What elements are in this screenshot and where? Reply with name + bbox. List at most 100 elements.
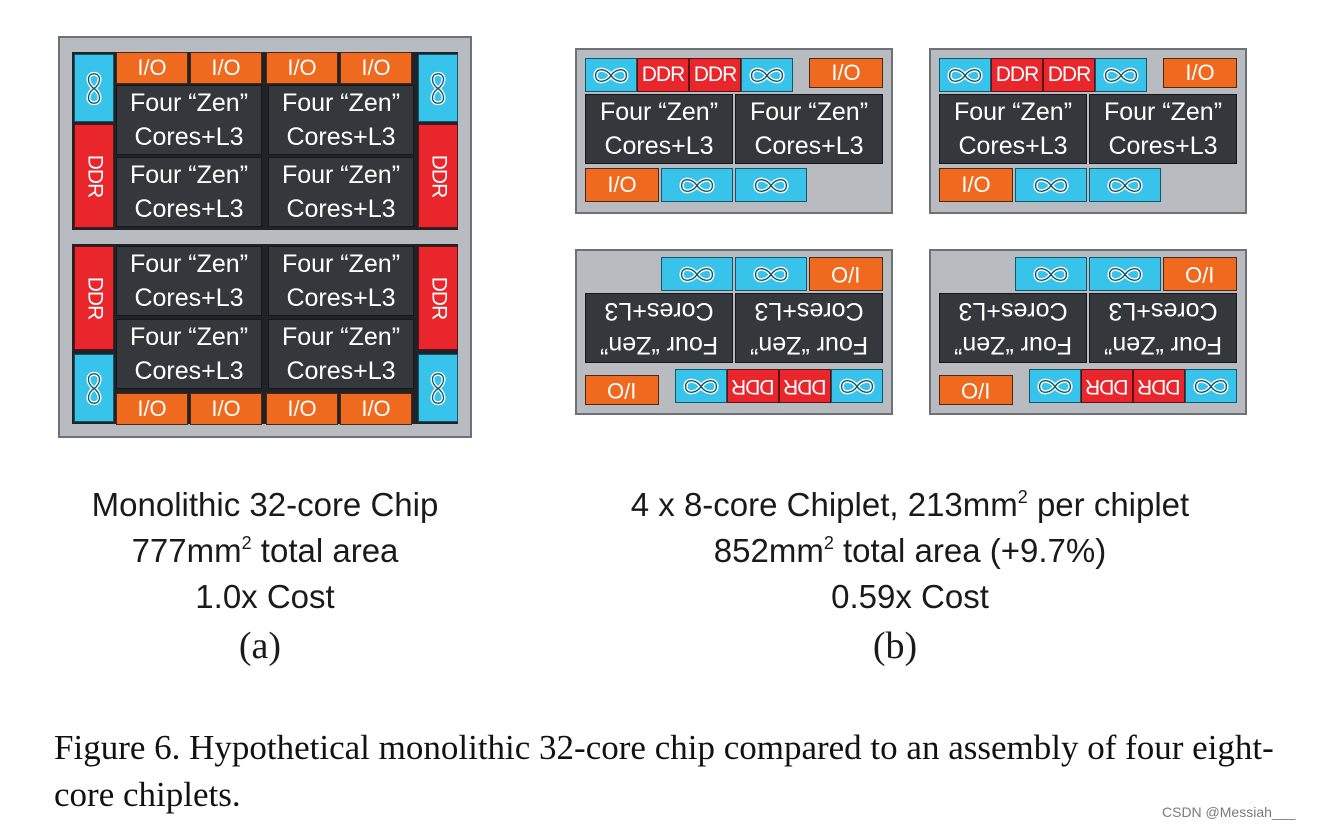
core-complex-text: Four “Zen”Cores+L3 bbox=[130, 86, 248, 154]
ddr-label: DDR bbox=[427, 276, 450, 320]
figure-caption: Figure 6. Hypothetical monolithic 32-cor… bbox=[54, 728, 1274, 814]
core-complex-text: Four “Zen” Cores+L3 bbox=[130, 247, 248, 315]
infinity-fabric-icon bbox=[679, 266, 715, 282]
core-complex-text: Four “Zen” Cores+L3 bbox=[1104, 294, 1222, 362]
infinity-fabric-icon bbox=[1033, 266, 1069, 282]
caption-a-line1: Monolithic 32-core Chip bbox=[91, 486, 439, 523]
infinity-fabric-block bbox=[831, 369, 883, 403]
core-complex-line1: Four “Zen” bbox=[129, 89, 249, 117]
io-block: I/O bbox=[585, 168, 659, 202]
io-label: I/O bbox=[607, 172, 637, 197]
io-block: I/O bbox=[116, 52, 188, 84]
ddr-block: DDR bbox=[418, 246, 458, 350]
core-complex-text: Four “Zen”Cores+L3 bbox=[954, 294, 1072, 362]
io-label: I/O bbox=[211, 55, 241, 80]
infinity-fabric-icon bbox=[753, 177, 789, 193]
core-complex-line2: Cores+L3 bbox=[754, 132, 864, 160]
core-complex-line2: Cores+L3 bbox=[1108, 132, 1218, 160]
ddr-block: DDR bbox=[727, 369, 779, 403]
core-complex-text: Four “Zen”Cores+L3 bbox=[750, 294, 868, 362]
infinity-fabric-block bbox=[1015, 257, 1087, 291]
core-complex: Four “Zen” Cores+L3 bbox=[116, 246, 262, 316]
core-complex: Four “Zen”Cores+L3 bbox=[735, 94, 883, 164]
core-complex-line2: Cores+L3 bbox=[958, 132, 1068, 160]
caption-b-line2: 852mm2 total area (+9.7%) bbox=[560, 528, 1260, 574]
core-complex-line2: Cores+L3 bbox=[286, 123, 396, 151]
sublabel-b: (b) bbox=[872, 625, 918, 667]
core-complex-line1: Four “Zen” bbox=[599, 98, 719, 126]
infinity-fabric-block bbox=[418, 54, 458, 122]
io-label: I/O bbox=[831, 60, 861, 85]
caption-a-area-label: total area bbox=[251, 532, 399, 569]
caption-b: 4 x 8-core Chiplet, 213mm2 per chiplet 8… bbox=[560, 482, 1260, 620]
infinity-fabric-block bbox=[741, 58, 793, 92]
core-complex-text: Four “Zen” Cores+L3 bbox=[130, 320, 248, 388]
ddr-block: DDR bbox=[1133, 369, 1185, 403]
infinity-fabric-block bbox=[1015, 168, 1087, 202]
ddr-block: DDR bbox=[779, 369, 831, 403]
core-complex-line2: Cores+L3 bbox=[1108, 297, 1218, 325]
io-block: I/O bbox=[809, 257, 883, 291]
core-complex-line1: Four “Zen” bbox=[129, 250, 249, 278]
io-label: I/O bbox=[211, 396, 241, 421]
ddr-block: DDR bbox=[74, 246, 114, 350]
core-complex: Four “Zen”Cores+L3 bbox=[268, 319, 414, 389]
core-complex-line1: Four “Zen” bbox=[749, 331, 869, 359]
infinity-fabric-block bbox=[1185, 369, 1237, 403]
core-complex: Four “Zen”Cores+L3 bbox=[585, 293, 733, 363]
infinity-fabric-icon bbox=[683, 378, 719, 394]
io-block: I/O bbox=[809, 58, 883, 88]
core-complex: Four “Zen” Cores+L3 bbox=[1089, 293, 1237, 363]
io-label: I/O bbox=[361, 55, 391, 80]
core-complex: Four “Zen” Cores+L3 bbox=[116, 319, 262, 389]
caption-a-area-exponent: 2 bbox=[241, 533, 252, 553]
core-complex-line2: Cores+L3 bbox=[134, 357, 244, 385]
io-block: I/O bbox=[340, 52, 412, 84]
ddr-label: DDR bbox=[83, 154, 106, 198]
core-complex-text: Four “Zen”Cores+L3 bbox=[282, 320, 400, 388]
infinity-fabric-icon bbox=[430, 371, 446, 405]
io-label: I/O bbox=[287, 396, 317, 421]
core-complex-line1: Four “Zen” bbox=[1103, 98, 1223, 126]
core-complex: Four “Zen” Cores+L3 bbox=[1089, 94, 1237, 164]
core-complex-line2: Cores+L3 bbox=[604, 297, 714, 325]
caption-b-chiplet-exponent: 2 bbox=[1017, 487, 1028, 507]
core-complex: Four “Zen”Cores+L3 bbox=[939, 293, 1087, 363]
io-label: I/O bbox=[961, 172, 991, 197]
io-label: I/O bbox=[607, 378, 637, 403]
core-complex: Four “Zen”Cores+L3 bbox=[268, 157, 414, 227]
infinity-fabric-icon bbox=[1107, 177, 1143, 193]
ddr-label: DDR bbox=[1137, 375, 1181, 398]
core-complex-text: Four “Zen”Cores+L3 bbox=[282, 158, 400, 226]
caption-b-area-label: total area (+9.7%) bbox=[833, 532, 1107, 569]
core-complex-line1: Four “Zen” bbox=[281, 161, 401, 189]
infinity-fabric-icon bbox=[1037, 378, 1073, 394]
ddr-label: DDR bbox=[83, 276, 106, 320]
infinity-fabric-block bbox=[1029, 369, 1081, 403]
infinity-fabric-icon bbox=[679, 177, 715, 193]
infinity-fabric-block bbox=[661, 257, 733, 291]
io-label: I/O bbox=[361, 396, 391, 421]
ddr-label: DDR bbox=[731, 375, 775, 398]
infinity-fabric-icon bbox=[593, 67, 629, 83]
core-complex-text: Four “Zen”Cores+L3 bbox=[954, 95, 1072, 163]
core-complex-line2: Cores+L3 bbox=[604, 132, 714, 160]
core-complex-text: Four “Zen”Cores+L3 bbox=[600, 294, 718, 362]
infinity-fabric-block bbox=[1089, 168, 1161, 202]
core-complex-line1: Four “Zen” bbox=[281, 250, 401, 278]
core-complex-line2: Cores+L3 bbox=[134, 284, 244, 312]
core-complex: Four “Zen”Cores+L3 bbox=[939, 94, 1087, 164]
core-complex-line2: Cores+L3 bbox=[286, 284, 396, 312]
infinity-fabric-icon bbox=[1193, 378, 1229, 394]
ddr-block: DDR bbox=[637, 58, 689, 92]
core-complex-line1: Four “Zen” bbox=[129, 323, 249, 351]
io-block: I/O bbox=[1163, 58, 1237, 88]
infinity-fabric-block bbox=[1095, 58, 1147, 92]
core-complex: Four “Zen”Cores+L3 bbox=[116, 157, 262, 227]
io-label: I/O bbox=[961, 378, 991, 403]
ddr-block: DDR bbox=[74, 124, 114, 228]
core-complex-line1: Four “Zen” bbox=[1103, 331, 1223, 359]
core-complex-line1: Four “Zen” bbox=[281, 323, 401, 351]
infinity-fabric-block bbox=[675, 369, 727, 403]
